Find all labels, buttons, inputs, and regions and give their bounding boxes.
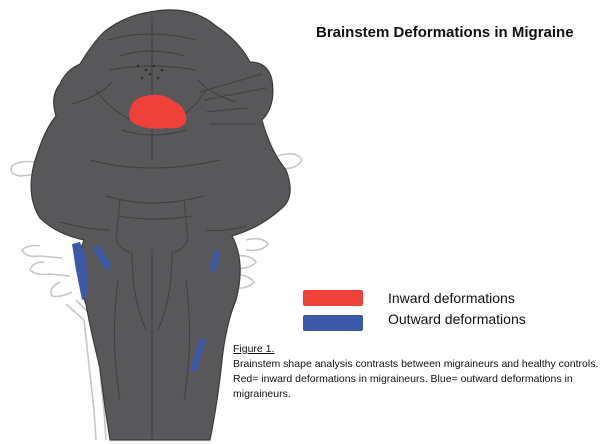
figure-caption: Figure 1. Brainstem shape analysis contr… (233, 342, 603, 402)
caption-line-1: Brainstem shape analysis contrasts betwe… (233, 357, 603, 372)
caption-heading: Figure 1. (233, 342, 603, 357)
legend-swatch-outward (303, 315, 363, 331)
caption-line-2: Red= inward deformations in migraineurs.… (233, 372, 603, 402)
figure-title: Brainstem Deformations in Migraine (316, 24, 574, 41)
legend-swatch-inward (303, 290, 363, 306)
legend-label-inward: Inward deformations (388, 290, 515, 306)
legend-label-outward: Outward deformations (388, 311, 526, 327)
